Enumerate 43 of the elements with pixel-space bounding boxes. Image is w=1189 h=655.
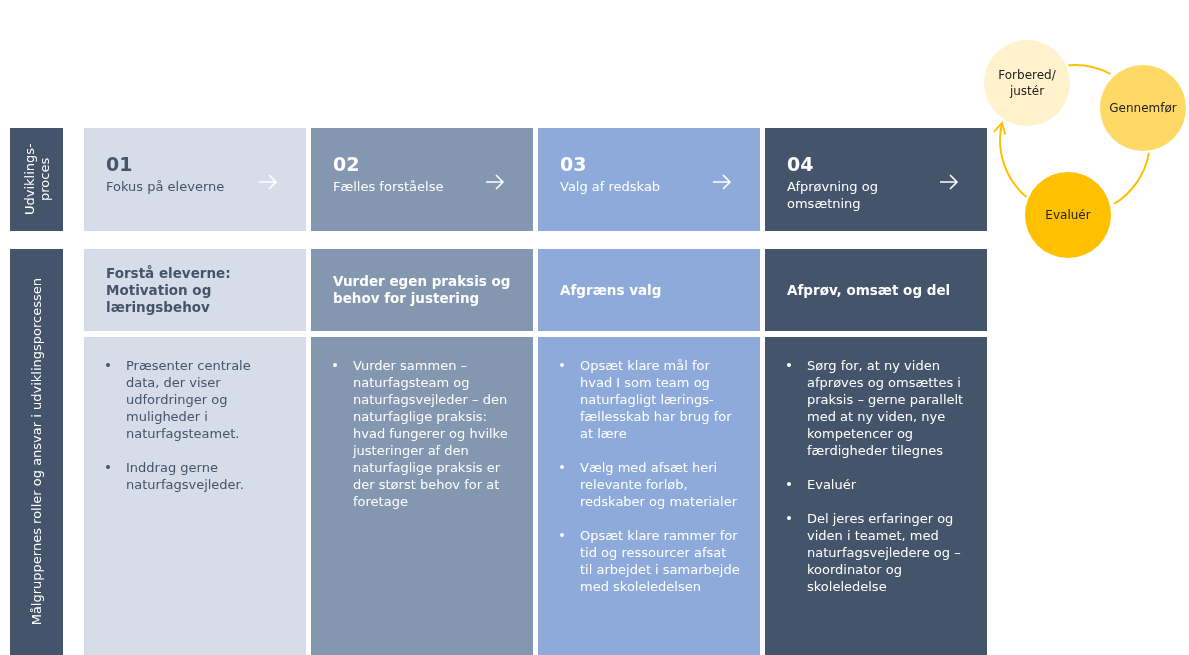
heading-text: Afgræns valg [560,281,662,299]
bullet-text: Præsenter centrale data, der viser udfordringer og muligheder i naturfagsteamet. [126,358,251,441]
row-header-box [10,128,63,231]
step-text: Forbered/ justér [997,67,1057,99]
cycle-connector [1113,151,1150,205]
bullet-text: Opsæt klare rammer for tid og ressourcer afsat til arbejdet i samarbejde med skoleledelsen [580,528,740,594]
heading-text: Vurder egen praksis og behov for justering [333,273,511,307]
step-text: Gennemfør [1108,100,1178,116]
row-header-text: Målgruppernes roller og ansvar i udviklingsporcessen [29,278,44,626]
bullet-text: Vurder sammen – naturfagsteam og naturfagsvejleder – den naturfaglige praksis: hvad fungerer og hvilke justeringer af den naturfaglige praksis er der størst behov for at foretage [353,358,508,509]
stage-number: 01 [106,152,134,176]
stage-title: Valg af redskab [560,178,662,195]
stage-number: 03 [560,152,588,176]
stage-title: Fælles forståelse [333,178,445,195]
step-text: Evaluér [1044,207,1092,223]
stage-box [311,128,533,231]
row-header-text: Udviklings- proces [21,142,52,218]
heading-box [538,249,760,331]
heading-box [765,249,987,331]
content-box [765,337,987,655]
content-box [84,337,306,655]
bullet-text: Vælg med afsæt heri relevante forløb, redskaber og materialer [580,460,737,509]
bullet-text: Sørg for, at ny viden afprøves og omsættes i praksis – gerne parallelt med at ny viden, nye kompetencer og færdigheder tilegnes [807,358,964,458]
heading-text: Forstå eleverne: Motivation og læringsbehov [106,264,232,316]
cycle-arrow [993,121,1028,199]
stage-number: 04 [787,152,815,176]
bullet-text: Opsæt klare mål for hvad I som team og naturfagligt lærings-fællesskab har brug for at lære [580,358,732,441]
stage-box [84,128,306,231]
stage-number: 02 [333,152,361,176]
stage-box [538,128,760,231]
bullet-text: Del jeres erfaringer og viden i teamet, med naturfagsvejledere og –koordinator og skoleledelse [807,511,961,594]
stage-title: Fokus på eleverne [106,178,226,195]
row-header-box [10,249,63,655]
stage-box [765,128,987,231]
cycle-connector [1067,64,1112,75]
bullet-text: Inddrag gerne naturfagsvejleder. [126,460,244,492]
heading-text: Afprøv, omsæt og del [787,281,951,299]
heading-box [311,249,533,331]
bullet-text: Evaluér [807,477,857,492]
content-box [311,337,533,655]
stage-title: Afprøvning og omsætning [787,178,879,212]
content-box [538,337,760,655]
heading-box [84,249,306,331]
